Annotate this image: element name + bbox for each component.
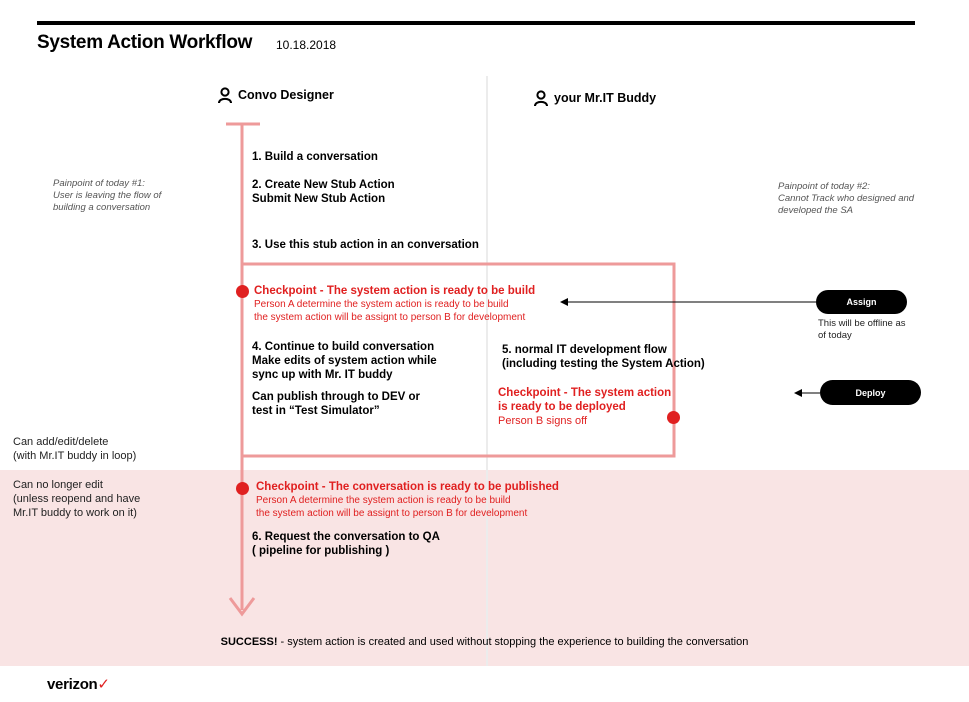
- page-date: 10.18.2018: [276, 38, 337, 52]
- lane-divider: [486, 76, 488, 666]
- verizon-logo: verizon✓: [47, 675, 110, 693]
- step-3: 3. Use this stub action in an conversati…: [252, 239, 479, 251]
- deploy-arrowhead: [794, 389, 802, 397]
- success-statement: SUCCESS! - system action is created and …: [0, 636, 969, 648]
- checkpoint-publish-description: Person A determine the system action is …: [256, 495, 528, 519]
- checkpoint-deploy-description: Person B signs off: [498, 415, 588, 427]
- person-icon: [534, 90, 548, 106]
- checkpoint-build-title: Checkpoint - The system action is ready …: [254, 285, 536, 297]
- assign-offline-note: This will be offline as of today: [818, 318, 906, 341]
- checkpoint-build-description: Person A determine the system action is …: [254, 299, 526, 323]
- step-4-publish-note: Can publish through to DEV or test in “T…: [252, 391, 421, 417]
- lane-header-convo-designer: Convo Designer: [218, 87, 334, 103]
- person-icon: [218, 87, 232, 103]
- editable-phase-note: Can add/edit/delete (with Mr.IT buddy in…: [13, 436, 137, 462]
- success-label: SUCCESS!: [220, 636, 278, 648]
- deploy-pill: Deploy: [820, 380, 921, 405]
- dev-loop-line: [242, 262, 676, 458]
- page-title: System Action Workflow: [37, 32, 253, 53]
- main-flow-arrowhead: [228, 597, 256, 617]
- step-4: 4. Continue to build conversation Make e…: [252, 341, 437, 381]
- lane-label: Convo Designer: [238, 88, 334, 102]
- painpoint-2: Painpoint of today #2: Cannot Track who …: [778, 181, 915, 216]
- locked-phase-note: Can no longer edit (unless reopend and h…: [13, 479, 141, 519]
- assign-arrowhead: [560, 298, 568, 306]
- lane-header-it-buddy: your Mr.IT Buddy: [534, 90, 656, 106]
- step-1: 1. Build a conversation: [252, 151, 378, 163]
- step-2: 2. Create New Stub Action Submit New Stu…: [252, 179, 395, 205]
- top-rule: [37, 21, 915, 25]
- painpoint-1: Painpoint of today #1: User is leaving t…: [53, 178, 162, 213]
- checkpoint-dot: [236, 285, 249, 298]
- assign-pill: Assign: [816, 290, 907, 314]
- publish-phase-band: [0, 470, 969, 666]
- checkpoint-dot: [667, 411, 680, 424]
- checkpoint-deploy-title: Checkpoint - The system action is ready …: [498, 387, 672, 413]
- success-text: - system action is created and used with…: [277, 636, 749, 648]
- checkpoint-dot: [236, 482, 249, 495]
- lane-label: your Mr.IT Buddy: [554, 91, 657, 105]
- checkpoint-publish-title: Checkpoint - The conversation is ready t…: [256, 481, 559, 493]
- checkmark-icon: ✓: [97, 676, 110, 693]
- step-5: 5. normal IT development flow (including…: [502, 344, 705, 370]
- step-6: 6. Request the conversation to QA ( pipe…: [252, 531, 440, 557]
- logo-wordmark: verizon: [47, 676, 98, 693]
